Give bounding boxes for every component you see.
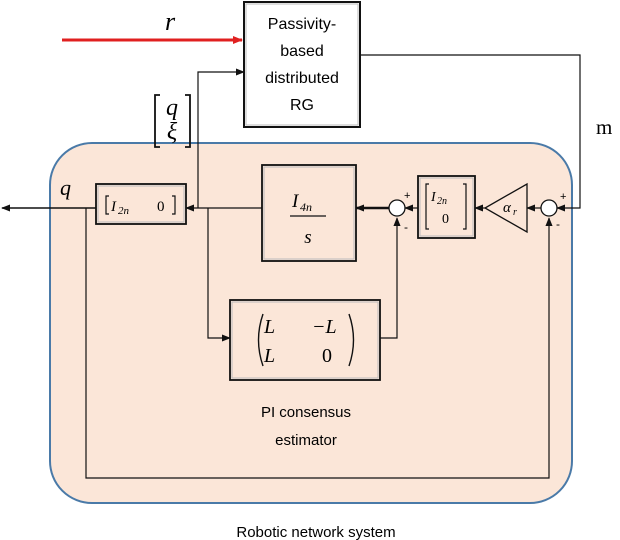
state-stack-label: q ξ [154,94,191,148]
estimator-label-line-2: estimator [275,432,337,449]
inner-sum-minus: - [404,220,408,234]
state-to-laplacian-wire [207,208,231,342]
lift-block: I 2n 0 [417,175,476,239]
inner-sum-plus: + [404,190,410,202]
output-label: q [60,175,71,200]
rg-label-line-1: Passivity- [268,16,336,33]
integrator-denominator: s [304,227,311,248]
selector-zero: 0 [157,199,165,215]
rg-block: Passivity- based distributed RG [243,1,361,128]
selector-identity-subscript: 2n [118,205,130,217]
outer-summing-junction: + - [540,191,566,231]
rg-output-wire [360,54,581,212]
rg-label-line-4: RG [290,97,314,114]
outer-sum-plus: + [560,191,566,203]
gain-subscript: r [513,207,517,218]
gain-block: α r [483,182,528,234]
integrator-numerator-subscript: 4n [300,200,312,214]
selector-block: I 2n 0 [95,183,187,225]
position-feedback-wire [85,208,553,479]
state-stack-top: q [166,95,178,121]
outer-sum-minus: - [556,217,560,231]
laplacian-r2c1: L [263,345,275,367]
state-to-rg-wire [197,68,245,208]
gain-symbol: α [503,200,512,216]
feedback-label: m [596,115,612,139]
laplacian-r1c1: L [263,316,275,338]
integrator-numerator: I [291,191,300,212]
lift-identity: I [430,190,437,205]
state-stack-bottom: ξ [167,119,178,145]
integrator-block: I 4n s [261,164,357,262]
rg-label-line-2: based [280,43,324,60]
reference-label: r [165,7,176,36]
lift-identity-subscript: 2n [437,196,447,207]
signal-wires [1,36,581,479]
laplacian-r1c2: −L [312,316,337,338]
system-caption: Robotic network system [236,524,395,540]
selector-identity: I [110,199,117,215]
rg-label-line-3: distributed [265,70,339,87]
laplacian-to-sum-wire [380,217,401,339]
lift-zero: 0 [442,212,449,227]
estimator-label-line-1: PI consensus [261,404,351,421]
laplacian-r2c2: 0 [322,345,332,367]
inner-summing-junction: + - [388,190,410,234]
laplacian-block: L −L L 0 [229,299,381,381]
